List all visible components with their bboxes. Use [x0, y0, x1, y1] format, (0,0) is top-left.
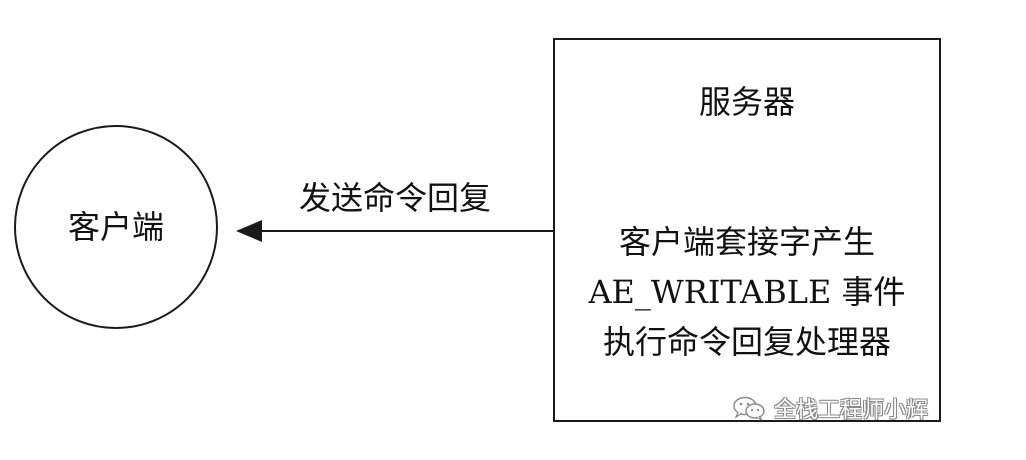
server-node-title: 服务器 [698, 83, 795, 121]
client-node-label: 客户端 [67, 208, 164, 246]
server-node-line: AE_WRITABLE 事件 [588, 273, 906, 311]
reply-edge-label: 发送命令回复 [298, 179, 491, 217]
watermark: 全栈工程师小辉 [732, 392, 928, 424]
client-node [14, 125, 218, 329]
server-node-line: 客户端套接字产生 [618, 223, 875, 261]
wechat-icon [733, 396, 765, 421]
watermark-text: 全栈工程师小辉 [774, 397, 929, 422]
server-node-line: 执行命令回复处理器 [602, 323, 891, 361]
reply-arrowhead [236, 220, 262, 242]
server-node [553, 38, 941, 422]
